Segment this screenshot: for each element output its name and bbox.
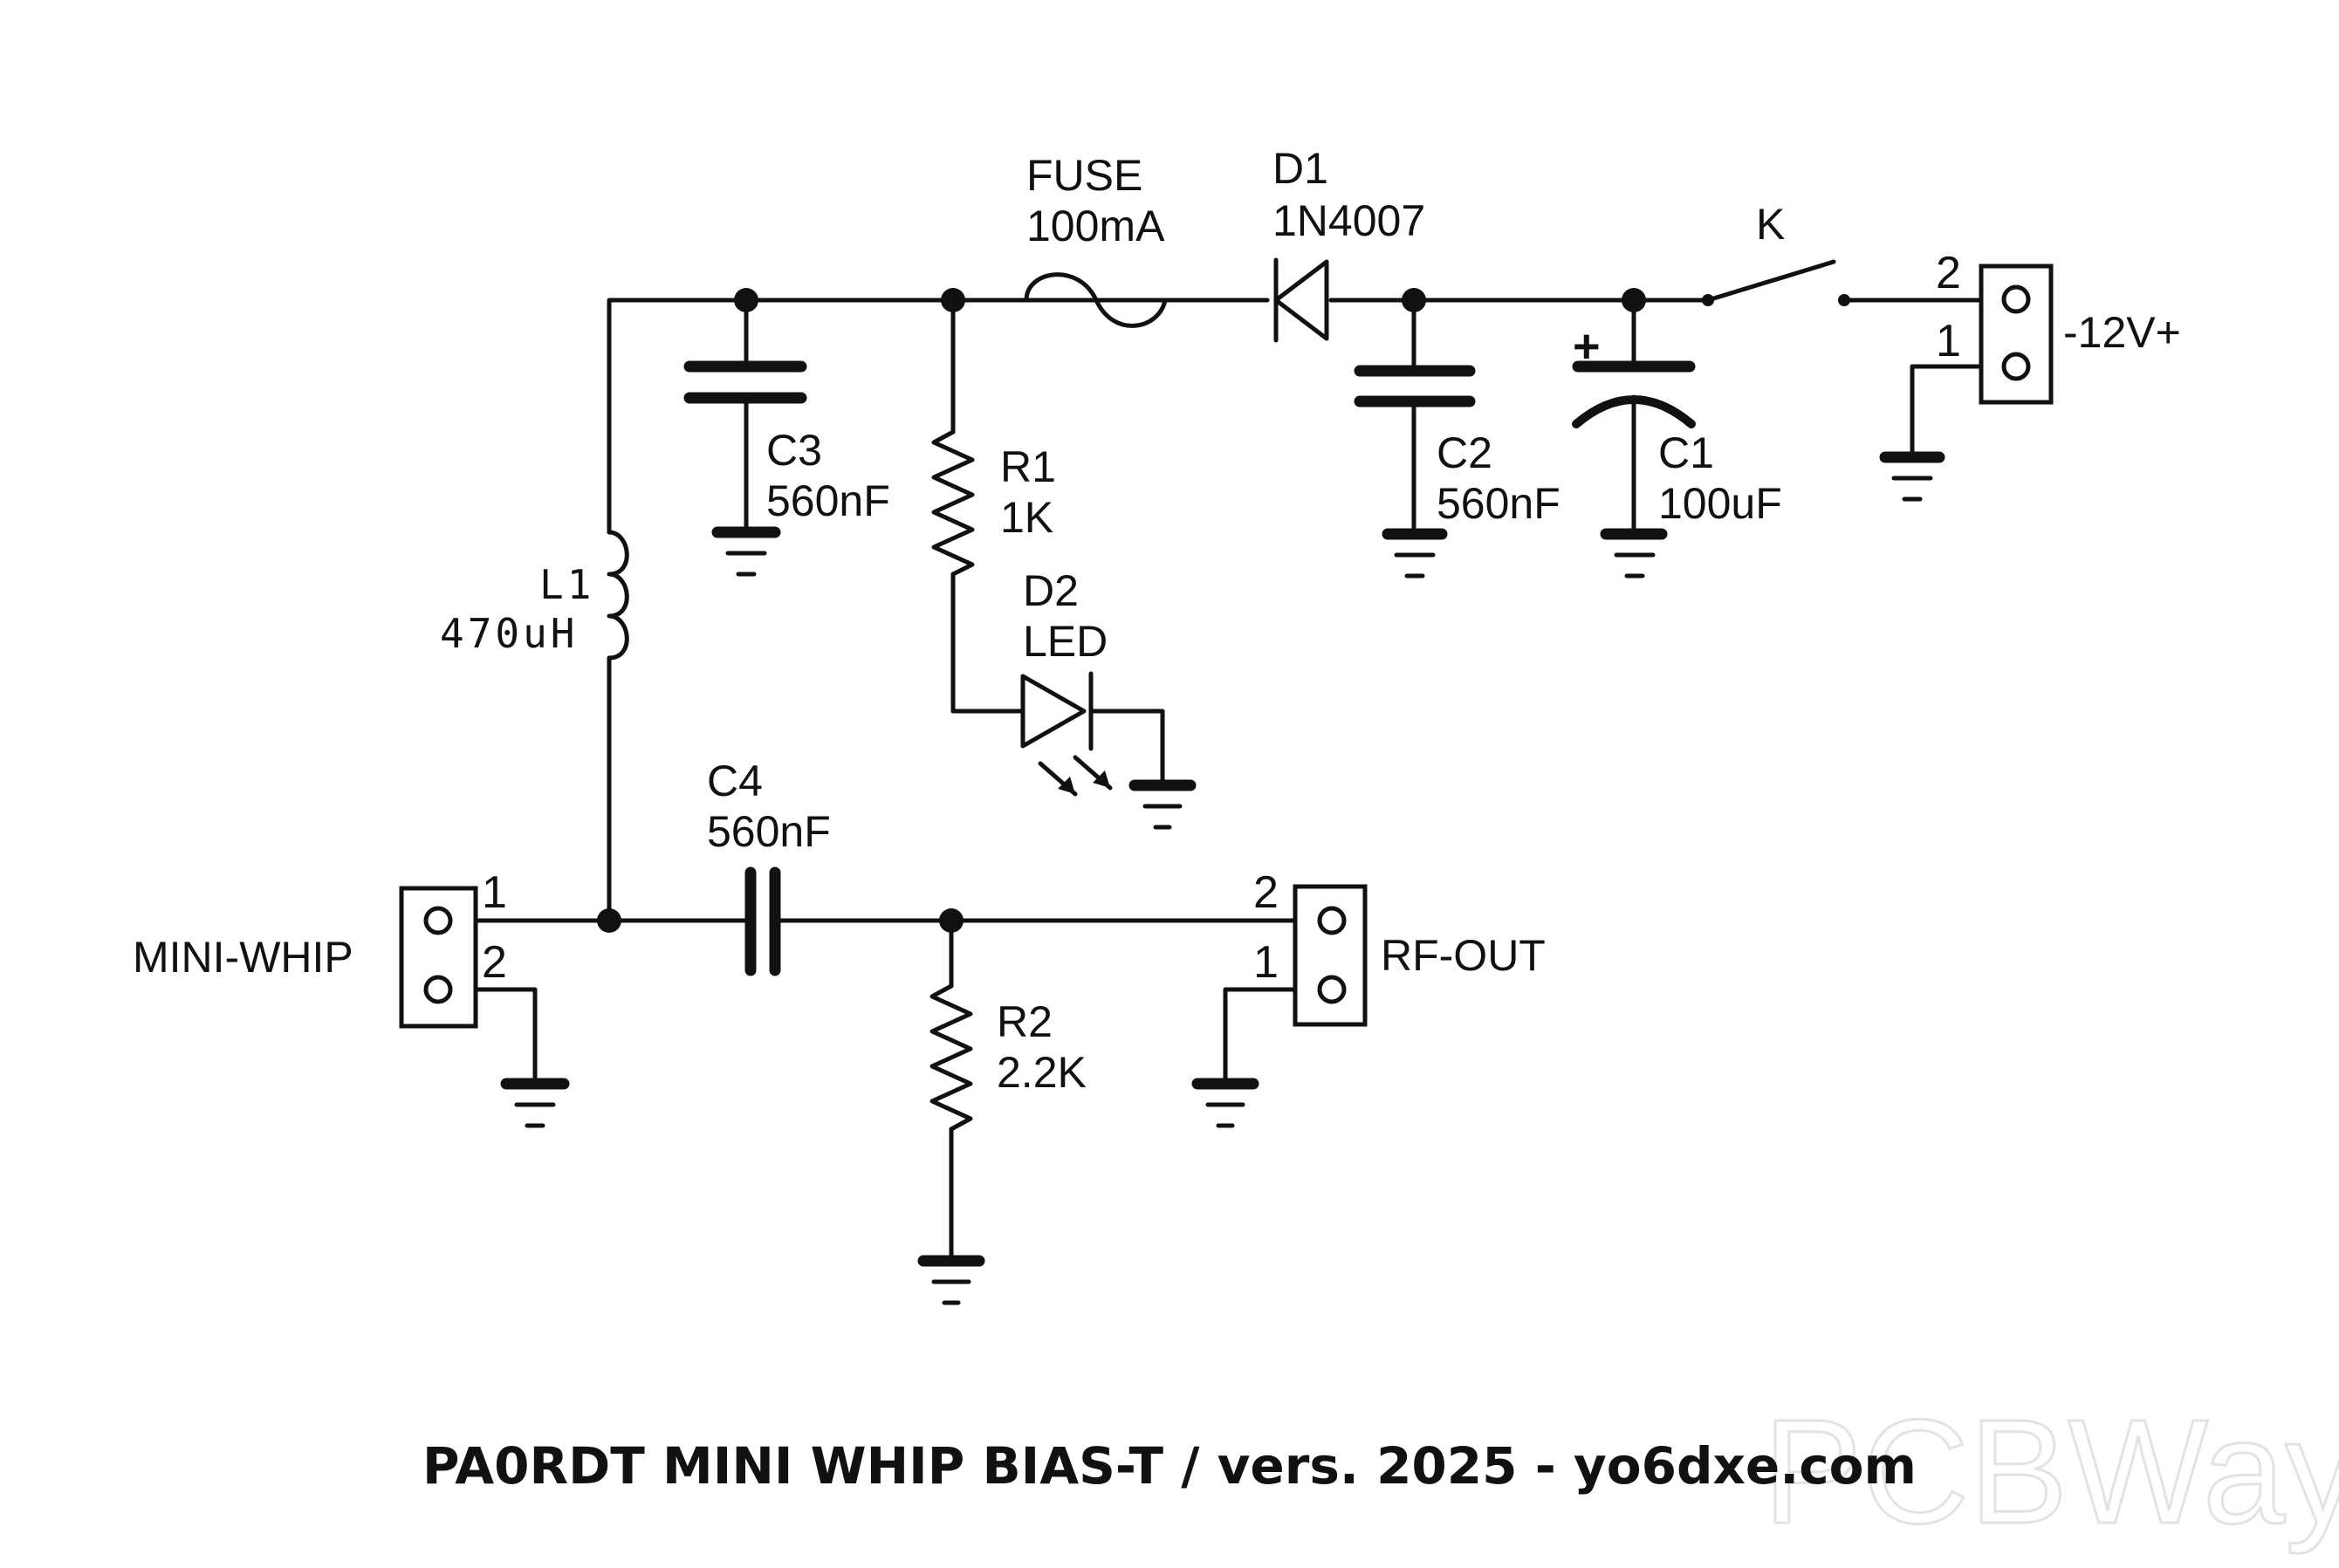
pcbway-watermark: PCBWay — [1763, 1389, 2339, 1555]
r2-ref: R2 — [997, 997, 1053, 1046]
fuse-value: 100mA — [1026, 202, 1165, 250]
d1-diode-symbol — [1273, 257, 1329, 343]
c3-ref: C3 — [766, 426, 822, 475]
rf-out-label: RF-OUT — [1381, 931, 1546, 980]
d1-value: 1N4007 — [1272, 196, 1425, 245]
c2-value: 560nF — [1437, 479, 1560, 528]
c1-polarity: + — [1573, 320, 1601, 373]
k-switch-symbol — [1702, 259, 1850, 306]
mini-whip-label: MINI-WHIP — [133, 933, 353, 982]
fuse-ref: FUSE — [1026, 151, 1142, 200]
power-pin-2: 2 — [1936, 248, 1961, 298]
power-label: -12V+ — [2063, 308, 2181, 357]
mini-whip-connector — [399, 886, 612, 1128]
r1-ref: R1 — [1000, 442, 1056, 491]
junction-dots — [597, 288, 1646, 933]
c1-value: 100uF — [1658, 479, 1782, 528]
mini-whip-pin-2: 2 — [482, 937, 507, 988]
rf-out-pin-1: 1 — [1253, 937, 1279, 988]
c3-value: 560nF — [766, 476, 890, 525]
c2-ref: C2 — [1437, 428, 1492, 477]
d2-ref: D2 — [1023, 566, 1079, 615]
c1-ref: C1 — [1658, 428, 1714, 477]
fuse-symbol — [1024, 272, 1168, 328]
l1-ref: L1 — [539, 561, 594, 608]
d1-ref: D1 — [1272, 144, 1328, 193]
r2-value: 2.2K — [997, 1048, 1087, 1097]
c4-value: 560nF — [707, 807, 831, 856]
r1-value: 1K — [1000, 493, 1053, 542]
mini-whip-pin-1: 1 — [482, 867, 507, 918]
power-pin-1: 1 — [1936, 316, 1961, 366]
d2-led-symbol — [1020, 671, 1197, 830]
rf-out-connector — [1191, 884, 1368, 1128]
rf-out-pin-2: 2 — [1253, 867, 1279, 918]
schematic-title: PA0RDT MINI WHIP BIAS-T / vers. 2025 - y… — [422, 1436, 1917, 1496]
c4-ref: C4 — [707, 757, 763, 805]
c4-capacitor-symbol — [607, 866, 1298, 976]
l1-inductor-symbol — [607, 530, 629, 923]
r1-resistor-symbol — [931, 298, 1025, 714]
l1-value: 470uH — [440, 610, 578, 657]
r2-resistor-symbol — [917, 918, 985, 1305]
d2-value: LED — [1023, 617, 1108, 666]
power-connector — [1879, 264, 2054, 502]
k-ref: K — [1756, 200, 1785, 249]
